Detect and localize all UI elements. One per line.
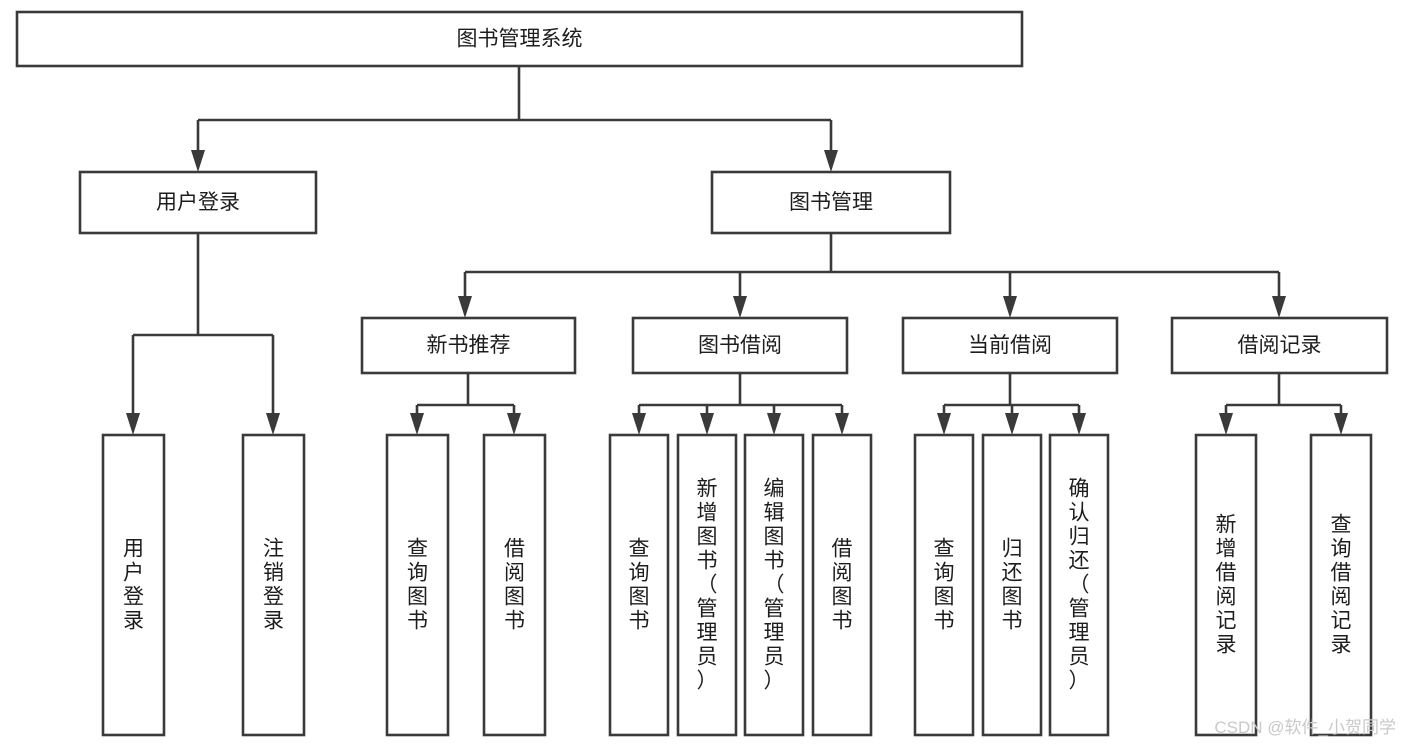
node-label-user-login: 用户登录	[156, 191, 240, 214]
node-label-leaf-query-book-current: 查询图书	[934, 538, 955, 633]
new-book-recommend-branch-1-arrowhead	[507, 413, 521, 435]
node-book-manage[interactable]: 图书管理	[710, 170, 952, 235]
book-manage-branch-0-arrowhead	[458, 296, 472, 318]
node-label-leaf-user-login: 用户登录	[123, 538, 144, 633]
current-borrow-branch-1-arrowhead	[1005, 413, 1019, 435]
connector-layer	[126, 66, 1348, 435]
node-box-leaf-query-book-current[interactable]	[913, 433, 975, 737]
node-label-leaf-confirm-return-admin: 确认归还（管理员）	[1069, 478, 1090, 693]
node-current-borrow[interactable]: 当前借阅	[901, 316, 1119, 375]
book-manage-branch-2-arrowhead	[1003, 296, 1017, 318]
node-leaf-return-book[interactable]: 归还图书	[981, 433, 1043, 737]
node-leaf-borrow-book-recommend[interactable]: 借阅图书	[482, 433, 547, 737]
node-book-borrow[interactable]: 图书借阅	[631, 316, 849, 375]
node-label-leaf-return-book: 归还图书	[1002, 538, 1023, 633]
node-label-leaf-edit-book-admin: 编辑图书（管理员）	[764, 478, 785, 693]
node-box-leaf-return-book[interactable]	[981, 433, 1043, 737]
node-leaf-edit-book-admin[interactable]: 编辑图书（管理员）	[743, 433, 805, 737]
node-leaf-add-book-admin[interactable]: 新增图书（管理员）	[676, 433, 738, 737]
node-label-leaf-query-book-borrow: 查询图书	[629, 538, 650, 633]
node-box-leaf-borrow-book[interactable]	[811, 433, 873, 737]
book-borrow-branch-2-arrowhead	[767, 413, 781, 435]
node-label-leaf-borrow-book: 借阅图书	[832, 538, 853, 633]
node-box-leaf-confirm-return-admin[interactable]	[1048, 433, 1110, 737]
node-box-leaf-query-borrow-record[interactable]	[1309, 433, 1373, 737]
node-box-leaf-user-logout[interactable]	[241, 433, 306, 737]
borrow-record-branch-1-arrowhead	[1334, 413, 1348, 435]
node-leaf-query-book-current[interactable]: 查询图书	[913, 433, 975, 737]
node-box-leaf-add-book-admin[interactable]	[676, 433, 738, 737]
node-box-leaf-borrow-book-recommend[interactable]	[482, 433, 547, 737]
node-box-leaf-user-login[interactable]	[101, 433, 166, 737]
node-label-current-borrow: 当前借阅	[968, 334, 1052, 357]
node-box-borrow-record[interactable]	[1170, 316, 1389, 375]
book-borrow-branch-0-arrowhead	[632, 413, 646, 435]
node-label-leaf-add-borrow-record: 新增借阅记录	[1216, 514, 1237, 657]
node-layer: 图书管理系统用户登录图书管理新书推荐图书借阅当前借阅借阅记录用户登录注销登录查询…	[15, 10, 1389, 737]
current-borrow-branch-2-arrowhead	[1072, 413, 1086, 435]
node-leaf-user-logout[interactable]: 注销登录	[241, 433, 306, 737]
node-box-leaf-edit-book-admin[interactable]	[743, 433, 805, 737]
current-borrow-branch-0-arrowhead	[937, 413, 951, 435]
node-leaf-add-borrow-record[interactable]: 新增借阅记录	[1194, 433, 1258, 737]
node-label-leaf-add-book-admin: 新增图书（管理员）	[697, 478, 718, 693]
book-manage-branch-3-arrowhead	[1272, 296, 1286, 318]
node-leaf-borrow-book[interactable]: 借阅图书	[811, 433, 873, 737]
node-leaf-query-book-recommend[interactable]: 查询图书	[385, 433, 450, 737]
node-borrow-record[interactable]: 借阅记录	[1170, 316, 1389, 375]
node-box-current-borrow[interactable]	[901, 316, 1119, 375]
node-label-root: 图书管理系统	[457, 28, 583, 51]
node-label-book-borrow: 图书借阅	[698, 334, 782, 357]
node-label-borrow-record: 借阅记录	[1238, 334, 1322, 357]
node-box-user-login[interactable]	[78, 170, 318, 235]
node-box-new-book-recommend[interactable]	[360, 316, 577, 375]
user-login-branch-0-arrowhead	[126, 413, 140, 435]
new-book-recommend-branch-0-arrowhead	[410, 413, 424, 435]
book-manage-branch-1-arrowhead	[733, 296, 747, 318]
node-user-login[interactable]: 用户登录	[78, 170, 318, 235]
node-label-leaf-query-borrow-record: 查询借阅记录	[1331, 514, 1352, 657]
node-label-book-manage: 图书管理	[789, 191, 873, 214]
book-borrow-branch-3-arrowhead	[835, 413, 849, 435]
node-leaf-confirm-return-admin[interactable]: 确认归还（管理员）	[1048, 433, 1110, 737]
node-new-book-recommend[interactable]: 新书推荐	[360, 316, 577, 375]
root-branch-1-arrowhead	[824, 150, 838, 172]
book-borrow-branch-1-arrowhead	[700, 413, 714, 435]
node-label-leaf-user-logout: 注销登录	[263, 538, 284, 633]
node-leaf-user-login[interactable]: 用户登录	[101, 433, 166, 737]
csdn-watermark: CSDN @软件_小贺同学	[1214, 718, 1396, 737]
node-box-root[interactable]	[15, 10, 1024, 68]
user-login-branch-1-arrowhead	[266, 413, 280, 435]
node-box-book-manage[interactable]	[710, 170, 952, 235]
node-leaf-query-book-borrow[interactable]: 查询图书	[608, 433, 670, 737]
node-root[interactable]: 图书管理系统	[15, 10, 1024, 68]
borrow-record-branch-0-arrowhead	[1219, 413, 1233, 435]
node-label-leaf-query-book-recommend: 查询图书	[407, 538, 428, 633]
node-label-leaf-borrow-book-recommend: 借阅图书	[504, 538, 525, 633]
node-box-leaf-add-borrow-record[interactable]	[1194, 433, 1258, 737]
root-branch-0-arrowhead	[191, 150, 205, 172]
node-box-leaf-query-book-recommend[interactable]	[385, 433, 450, 737]
node-label-new-book-recommend: 新书推荐	[427, 334, 511, 357]
node-box-book-borrow[interactable]	[631, 316, 849, 375]
node-leaf-query-borrow-record[interactable]: 查询借阅记录	[1309, 433, 1373, 737]
node-box-leaf-query-book-borrow[interactable]	[608, 433, 670, 737]
